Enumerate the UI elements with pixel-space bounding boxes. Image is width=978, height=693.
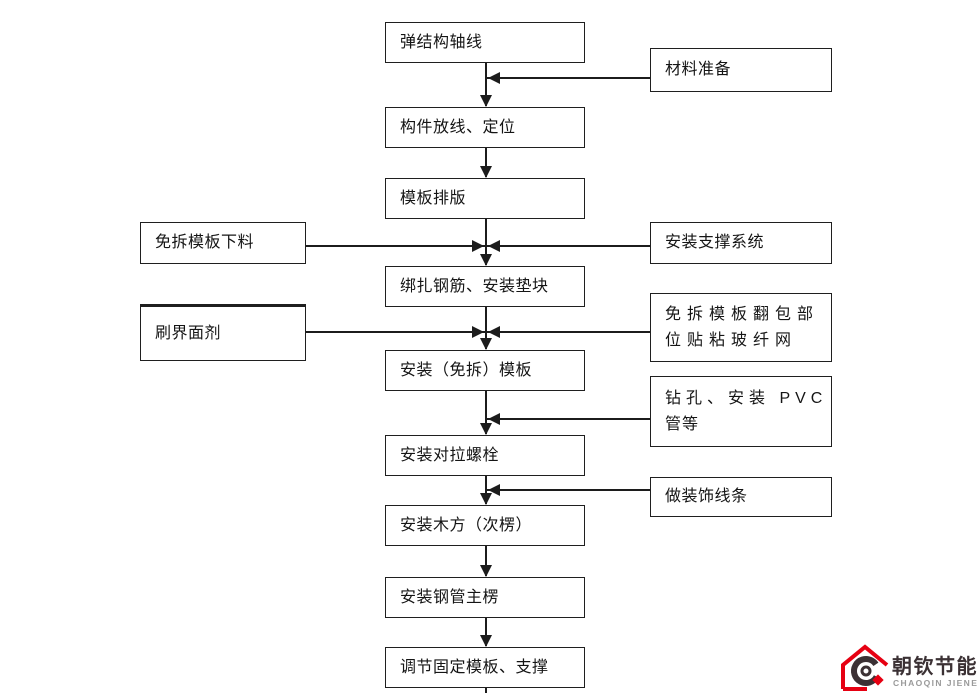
input-label-line2: 位贴粘玻纤网 — [665, 331, 798, 349]
flow-step-label: 安装（免拆）模板 — [400, 361, 533, 379]
input-formwork-cutting: 免拆模板下料 — [140, 222, 306, 264]
flow-step-label: 安装木方（次楞） — [400, 516, 533, 534]
input-label: 刷界面剂 — [155, 324, 222, 342]
logo-name-en: CHAOQIN JIENENG — [893, 678, 978, 688]
input-label: 做装饰线条 — [665, 488, 748, 506]
input-label-line1: 钻孔、安装 PVC — [665, 389, 828, 407]
input-material-preparation: 材料准备 — [650, 48, 832, 92]
input-label: 材料准备 — [665, 61, 732, 79]
flow-step-label: 安装对拉螺栓 — [400, 446, 500, 464]
input-drill-pvc-pipes: 钻孔、安装 PVC 管等 — [650, 376, 832, 447]
input-bonding-agent: 刷界面剂 — [140, 304, 306, 361]
flow-step-tie-bolts: 安装对拉螺栓 — [385, 435, 585, 476]
input-fiberglass-mesh: 免拆模板翻包部 位贴粘玻纤网 — [650, 293, 832, 362]
flow-step-snap-axis-lines: 弹结构轴线 — [385, 22, 585, 63]
flow-step-label: 弹结构轴线 — [400, 33, 483, 51]
logo-name-cn: 朝钦节能 — [892, 654, 978, 678]
flow-step-rebar-spacers: 绑扎钢筋、安装垫块 — [385, 266, 585, 307]
input-label-line2: 管等 — [665, 415, 700, 433]
flow-step-install-formwork: 安装（免拆）模板 — [385, 350, 585, 391]
logo-house-icon — [841, 644, 889, 691]
flow-step-steel-pipe-walers: 安装钢管主楞 — [385, 577, 585, 618]
flow-step-label: 模板排版 — [400, 189, 467, 207]
flow-step-label: 调节固定模板、支撑 — [400, 658, 549, 676]
flow-step-label: 绑扎钢筋、安装垫块 — [400, 277, 549, 295]
flow-step-formwork-layout: 模板排版 — [385, 178, 585, 219]
flow-step-adjust-fix-formwork: 调节固定模板、支撑 — [385, 647, 585, 688]
company-logo: 朝钦节能 CHAOQIN JIENENG — [841, 644, 978, 691]
flow-step-component-layout: 构件放线、定位 — [385, 107, 585, 148]
input-support-system: 安装支撑系统 — [650, 222, 832, 264]
flow-step-label: 安装钢管主楞 — [400, 588, 500, 606]
input-label: 安装支撑系统 — [665, 234, 765, 252]
flow-step-label: 构件放线、定位 — [400, 118, 516, 136]
input-decorative-moldings: 做装饰线条 — [650, 477, 832, 517]
input-label-line1: 免拆模板翻包部 — [665, 305, 820, 323]
flow-step-timber-joists: 安装木方（次楞） — [385, 505, 585, 546]
input-label: 免拆模板下料 — [155, 234, 255, 252]
